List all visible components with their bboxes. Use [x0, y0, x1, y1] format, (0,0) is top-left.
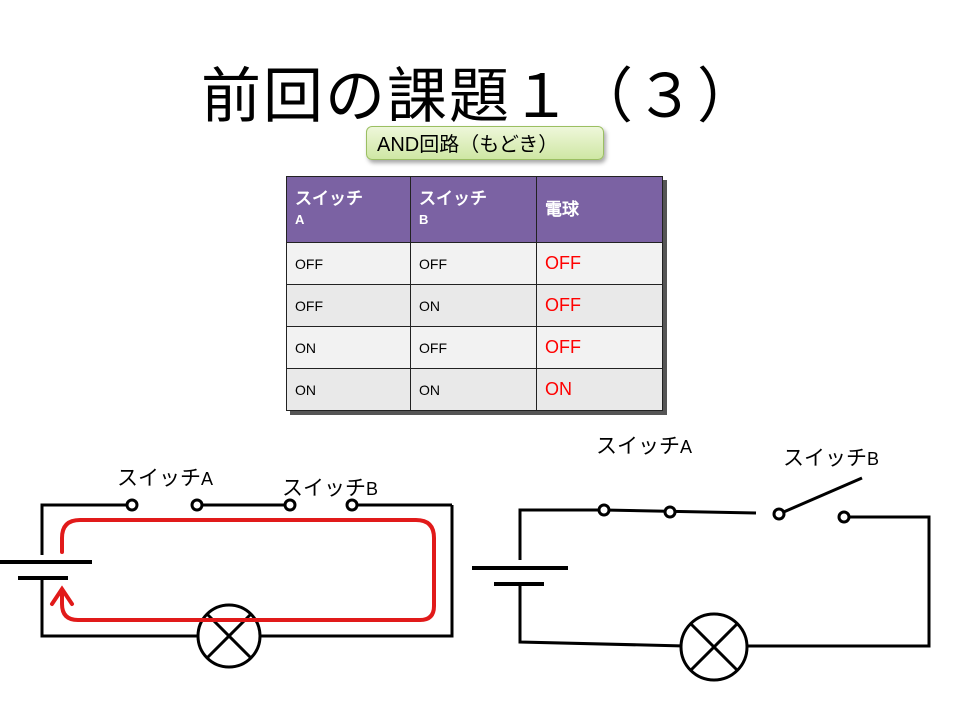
cell-bulb: ON: [536, 368, 663, 411]
table-row: OFF OFF OFF: [286, 242, 663, 285]
left-switch-a-label: スイッチA: [117, 466, 214, 490]
cell-switch-b: OFF: [410, 242, 537, 285]
cell-switch-b: OFF: [410, 326, 537, 369]
right-terminal: [663, 505, 677, 519]
table-row: ON OFF OFF: [286, 326, 663, 369]
left-switch-b-label: スイッチB: [282, 476, 379, 500]
right-wire-right: [743, 515, 931, 648]
badge-text: 回路（もどき）: [419, 132, 559, 156]
badge-prefix: AND: [377, 134, 420, 156]
right-terminal: [837, 510, 851, 524]
right-switch-b-lever: [778, 476, 863, 516]
left-terminal: [283, 498, 297, 512]
right-switch-a-label: スイッチA: [596, 434, 693, 458]
left-wire-top-left: [40, 503, 132, 555]
right-switch-a-lever: [603, 508, 757, 515]
right-bulb-icon: [679, 612, 749, 682]
cell-switch-a: ON: [286, 368, 411, 411]
page-title: 前回の課題１（３）: [201, 62, 759, 132]
cell-switch-a: ON: [286, 326, 411, 369]
header-bulb: 電球: [536, 176, 663, 243]
cell-switch-b: ON: [410, 368, 537, 411]
left-current-path: [50, 518, 436, 622]
right-wire-bottom: [518, 586, 686, 648]
cell-switch-a: OFF: [286, 242, 411, 285]
left-wire-bottom: [40, 580, 200, 638]
cell-bulb: OFF: [536, 326, 663, 369]
current-arrow-icon: [50, 585, 74, 606]
left-wire-right: [258, 505, 454, 638]
cell-bulb: OFF: [536, 242, 663, 285]
right-terminal: [772, 507, 786, 521]
cell-bulb: OFF: [536, 284, 663, 327]
left-bulb-icon: [196, 603, 262, 669]
and-circuit-badge: AND回路（もどき）: [366, 126, 604, 160]
right-wire-top-left: [518, 508, 604, 560]
table-row: OFF ON OFF: [286, 284, 663, 327]
left-terminal: [345, 498, 359, 512]
right-circuit: [472, 476, 931, 682]
left-terminal: [190, 498, 204, 512]
left-terminal: [125, 498, 139, 512]
table-row: ON ON ON: [286, 368, 663, 411]
cell-switch-b: ON: [410, 284, 537, 327]
right-terminal: [597, 503, 611, 517]
right-switch-b-label: スイッチB: [783, 446, 880, 470]
